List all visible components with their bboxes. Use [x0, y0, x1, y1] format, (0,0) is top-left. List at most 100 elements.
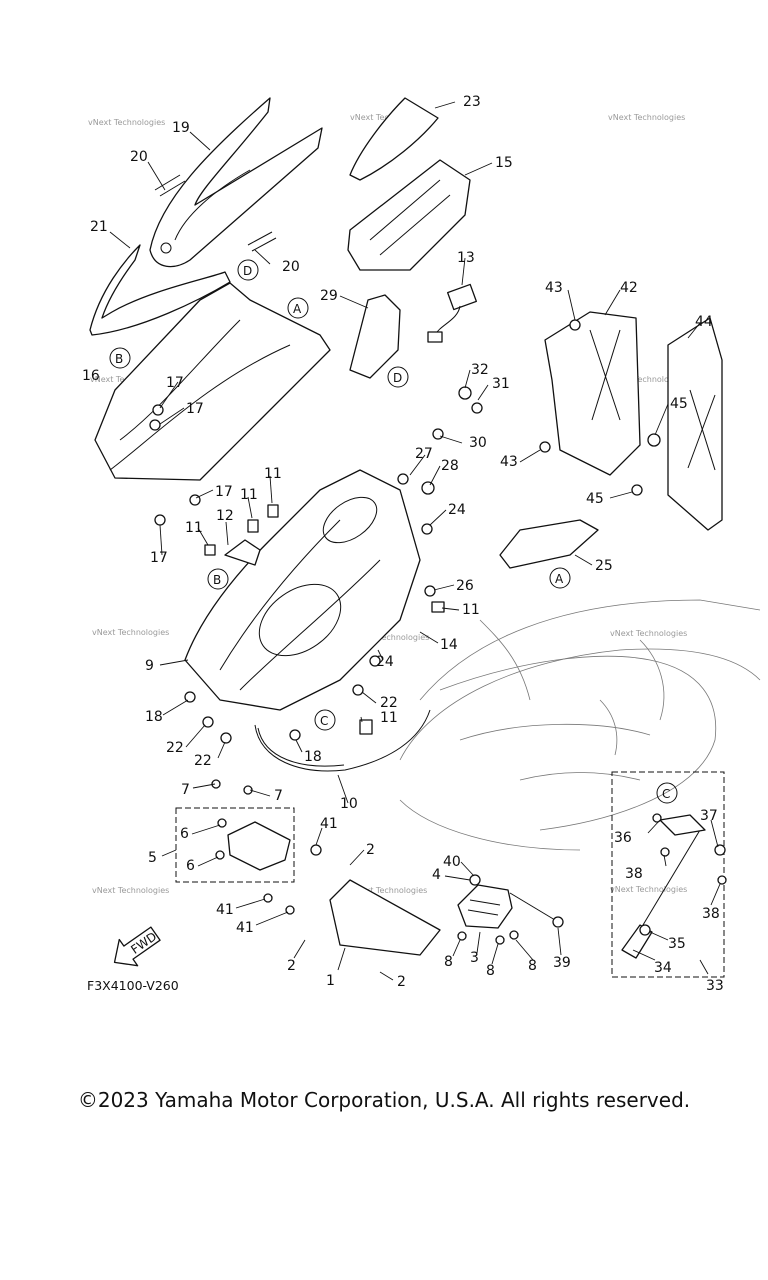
- ref-b: B: [115, 352, 123, 366]
- callout-35: 35: [668, 936, 686, 952]
- watermark: vNext Technologies: [608, 113, 685, 122]
- callout-24: 24: [448, 502, 466, 518]
- watermark: vNext Technologies: [92, 886, 169, 895]
- visor-part-23: [349, 97, 439, 181]
- callout-8: 8: [486, 963, 495, 979]
- callout-2: 2: [397, 974, 406, 990]
- callout-7: 7: [274, 788, 283, 804]
- callout-44: 44: [695, 314, 713, 330]
- ref-a: A: [555, 572, 564, 586]
- plate-part-12: [224, 539, 261, 566]
- watermark: vNext Technologies: [610, 885, 687, 894]
- callout-43: 43: [500, 454, 518, 470]
- watermark: vNext Technologies: [608, 375, 685, 384]
- callout-11: 11: [462, 602, 480, 618]
- callout-17: 17: [166, 375, 184, 391]
- callout-labels: 19 20 21 20 23 15 13 29 43 42 44 32 31 4…: [82, 94, 724, 994]
- panel-part-42: [544, 311, 641, 476]
- panel-part-44: [667, 317, 723, 531]
- callout-33: 33: [706, 978, 724, 994]
- fasteners: [149, 319, 727, 945]
- callout-7: 7: [181, 782, 190, 798]
- cover-part-25: [499, 519, 599, 569]
- callout-1: 1: [326, 973, 335, 989]
- pad-part-3: [457, 884, 513, 929]
- visor-bracket-part-15: [347, 159, 471, 271]
- leader-lines: [109, 101, 721, 981]
- callout-14: 14: [440, 637, 458, 653]
- callout-45: 45: [586, 491, 604, 507]
- callout-11: 11: [185, 520, 203, 536]
- callout-22: 22: [166, 740, 184, 756]
- callout-19: 19: [172, 120, 190, 136]
- callout-41: 41: [236, 920, 254, 936]
- copyright-notice: ©2023 Yamaha Motor Corporation, U.S.A. A…: [77, 1088, 691, 1112]
- callout-22: 22: [380, 695, 398, 711]
- callout-21: 21: [90, 219, 108, 235]
- bolt-part-39: [509, 892, 564, 928]
- callout-16: 16: [82, 368, 100, 384]
- callout-8: 8: [528, 958, 537, 974]
- callout-13: 13: [457, 250, 475, 266]
- guard-part-1: [329, 879, 441, 956]
- callout-27: 27: [415, 446, 433, 462]
- watermark: vNext Technologies: [352, 633, 429, 642]
- callout-30: 30: [469, 435, 487, 451]
- upper-cowl-part-19: [149, 97, 323, 268]
- callout-45: 45: [670, 396, 688, 412]
- diagram-code: F3X4100-V260: [87, 978, 179, 993]
- callout-8: 8: [444, 954, 453, 970]
- callout-38: 38: [702, 906, 720, 922]
- callout-37: 37: [700, 808, 718, 824]
- callout-11: 11: [380, 710, 398, 726]
- bracket-part-5: [175, 807, 295, 883]
- callout-3: 3: [470, 950, 479, 966]
- watermark: vNext Technologies: [350, 886, 427, 895]
- callout-20: 20: [130, 149, 148, 165]
- callout-28: 28: [441, 458, 459, 474]
- callout-26: 26: [456, 578, 474, 594]
- callout-41: 41: [216, 902, 234, 918]
- callout-20: 20: [282, 259, 300, 275]
- callout-25: 25: [595, 558, 613, 574]
- callout-18: 18: [304, 749, 322, 765]
- deck-cover-part-16: [94, 282, 331, 481]
- callout-23: 23: [463, 94, 481, 110]
- callout-9: 9: [145, 658, 154, 674]
- callout-18: 18: [145, 709, 163, 725]
- callout-2: 2: [287, 958, 296, 974]
- ref-b: B: [213, 573, 221, 587]
- callout-17: 17: [150, 550, 168, 566]
- callout-15: 15: [495, 155, 513, 171]
- callout-17: 17: [186, 401, 204, 417]
- callout-31: 31: [492, 376, 510, 392]
- ref-d: D: [243, 264, 252, 278]
- callout-11: 11: [264, 466, 282, 482]
- watermark: vNext Technologies: [610, 629, 687, 638]
- callout-5: 5: [148, 850, 157, 866]
- callout-10: 10: [340, 796, 358, 812]
- callout-11: 11: [240, 487, 258, 503]
- forward-arrow-icon: FWD: [113, 926, 161, 967]
- callout-24: 24: [376, 654, 394, 670]
- stripe-part-20: [154, 174, 277, 252]
- deck-frame-part-9: [184, 469, 421, 711]
- callout-39: 39: [553, 955, 571, 971]
- callout-29: 29: [320, 288, 338, 304]
- callout-36: 36: [614, 830, 632, 846]
- cover-part-29: [349, 294, 401, 379]
- callout-32: 32: [471, 362, 489, 378]
- callout-4: 4: [432, 867, 441, 883]
- ref-c: C: [662, 787, 670, 801]
- ref-c: C: [320, 714, 328, 728]
- assembly-part-33: [611, 771, 725, 978]
- callout-41: 41: [320, 816, 338, 832]
- callout-38: 38: [625, 866, 643, 882]
- hull-outline: [399, 599, 761, 851]
- stripe-part-21: [89, 244, 231, 336]
- callout-12: 12: [216, 508, 234, 524]
- connector-part-13: [427, 283, 478, 343]
- callout-34: 34: [654, 960, 672, 976]
- callout-2: 2: [366, 842, 375, 858]
- callout-22: 22: [194, 753, 212, 769]
